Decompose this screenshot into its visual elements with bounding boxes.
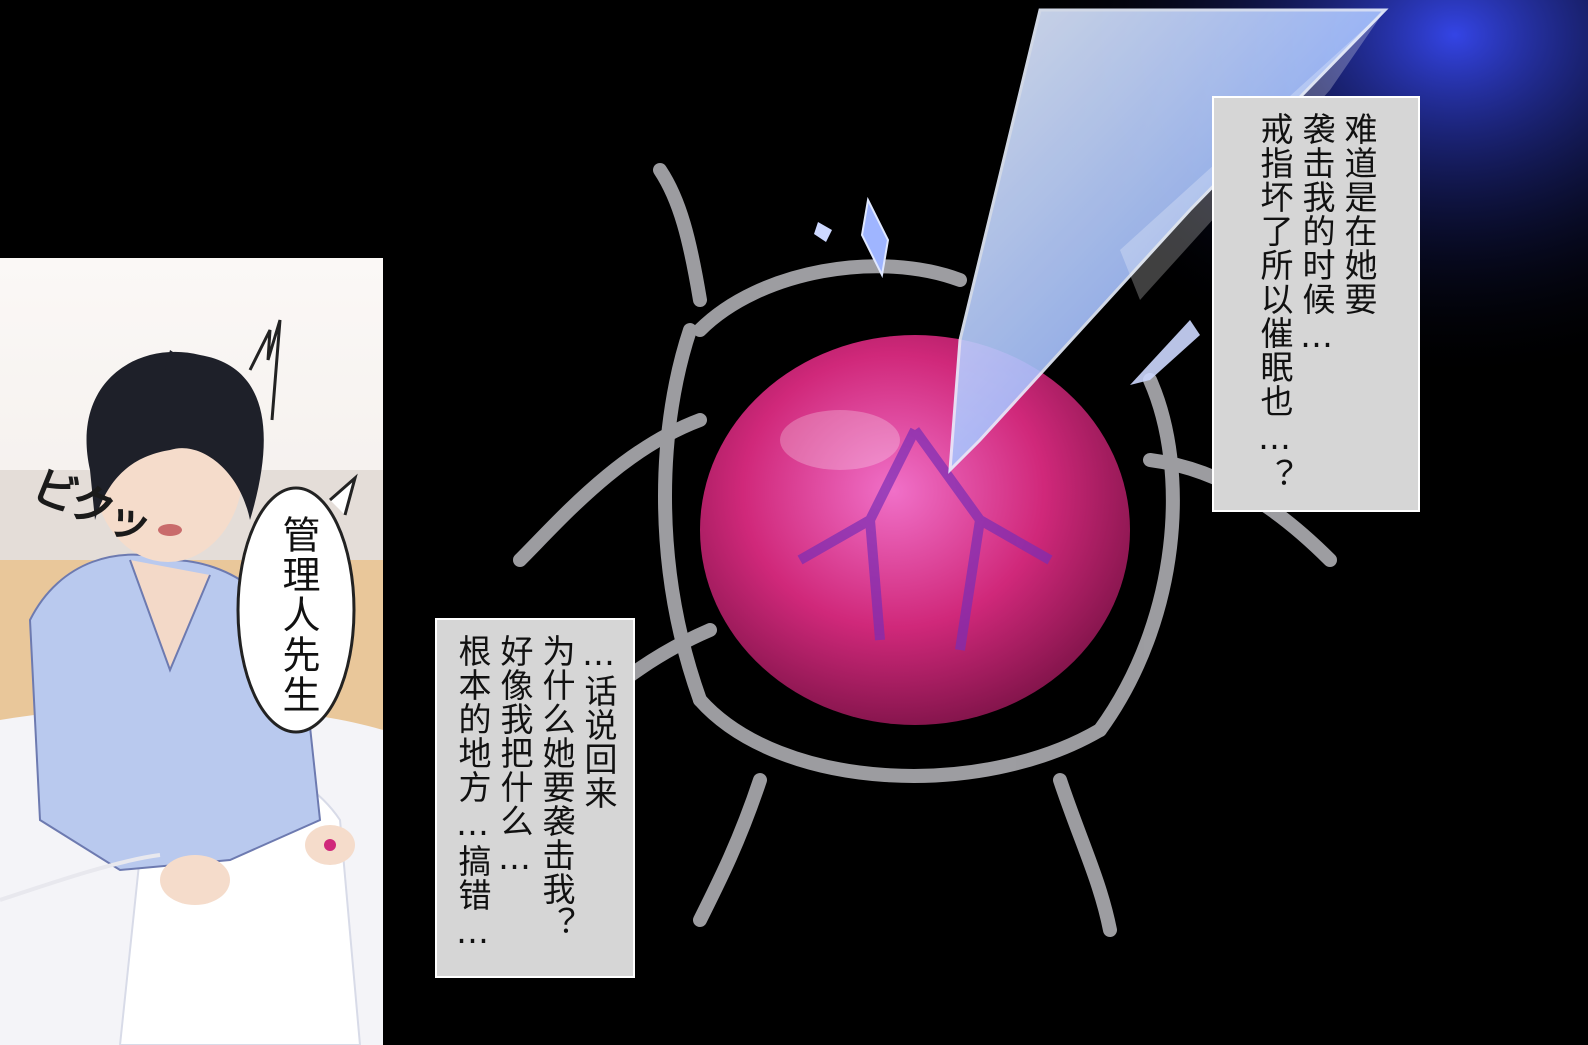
caption-line: 袭击我的时候… (1297, 112, 1336, 356)
crystal-shard (1130, 320, 1200, 385)
caption-line: 难道是在她要 (1339, 112, 1378, 316)
caption-line: 好像我把什么… (495, 634, 534, 878)
speech-bubble-shape (236, 486, 356, 734)
caption-line: 戒指坏了所以催眠也…？ (1255, 112, 1294, 492)
speech-bubble-text: 管理人先生 (276, 515, 320, 715)
crystal-shard (814, 222, 832, 242)
caption-line: 为什么她要袭击我？ (537, 634, 576, 940)
caption-box-bottom: …话说回来 为什么她要袭击我？ 好像我把什么… 根本的地方…搞错… (435, 618, 635, 978)
caption-line: …话说回来 (579, 634, 618, 810)
hospital-panel (0, 258, 383, 1045)
pink-gem (700, 335, 1130, 725)
crystal-blade (948, 8, 1389, 474)
crystal-shard (860, 196, 890, 279)
caption-box-top: 难道是在她要 袭击我的时候… 戒指坏了所以催眠也…？ (1212, 96, 1420, 512)
caption-line: 根本的地方…搞错… (453, 634, 492, 952)
